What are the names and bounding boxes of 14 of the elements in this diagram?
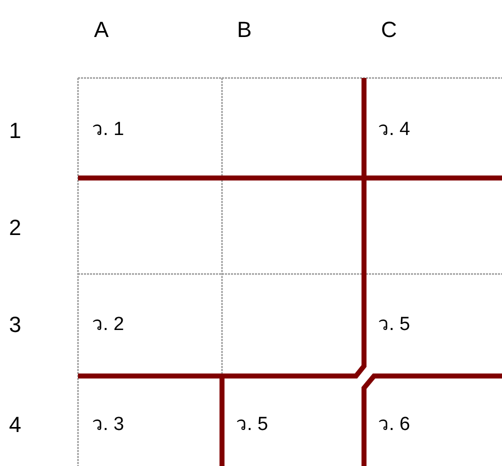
room-label: ว. 3: [92, 415, 124, 434]
room-label: ว. 5: [378, 315, 410, 334]
column-header: A: [94, 19, 109, 41]
row-header: 1: [9, 120, 22, 142]
column-header: C: [381, 19, 397, 41]
row-header: 4: [9, 414, 22, 436]
room-label: ว. 6: [378, 415, 410, 434]
column-header: B: [237, 19, 252, 41]
row-header: 3: [9, 314, 22, 336]
row-header: 2: [9, 217, 22, 239]
room-label: ว. 4: [378, 120, 410, 139]
room-label: ว. 1: [92, 120, 124, 139]
room-label: ว. 2: [92, 315, 124, 334]
room-label: ว. 5: [236, 415, 268, 434]
